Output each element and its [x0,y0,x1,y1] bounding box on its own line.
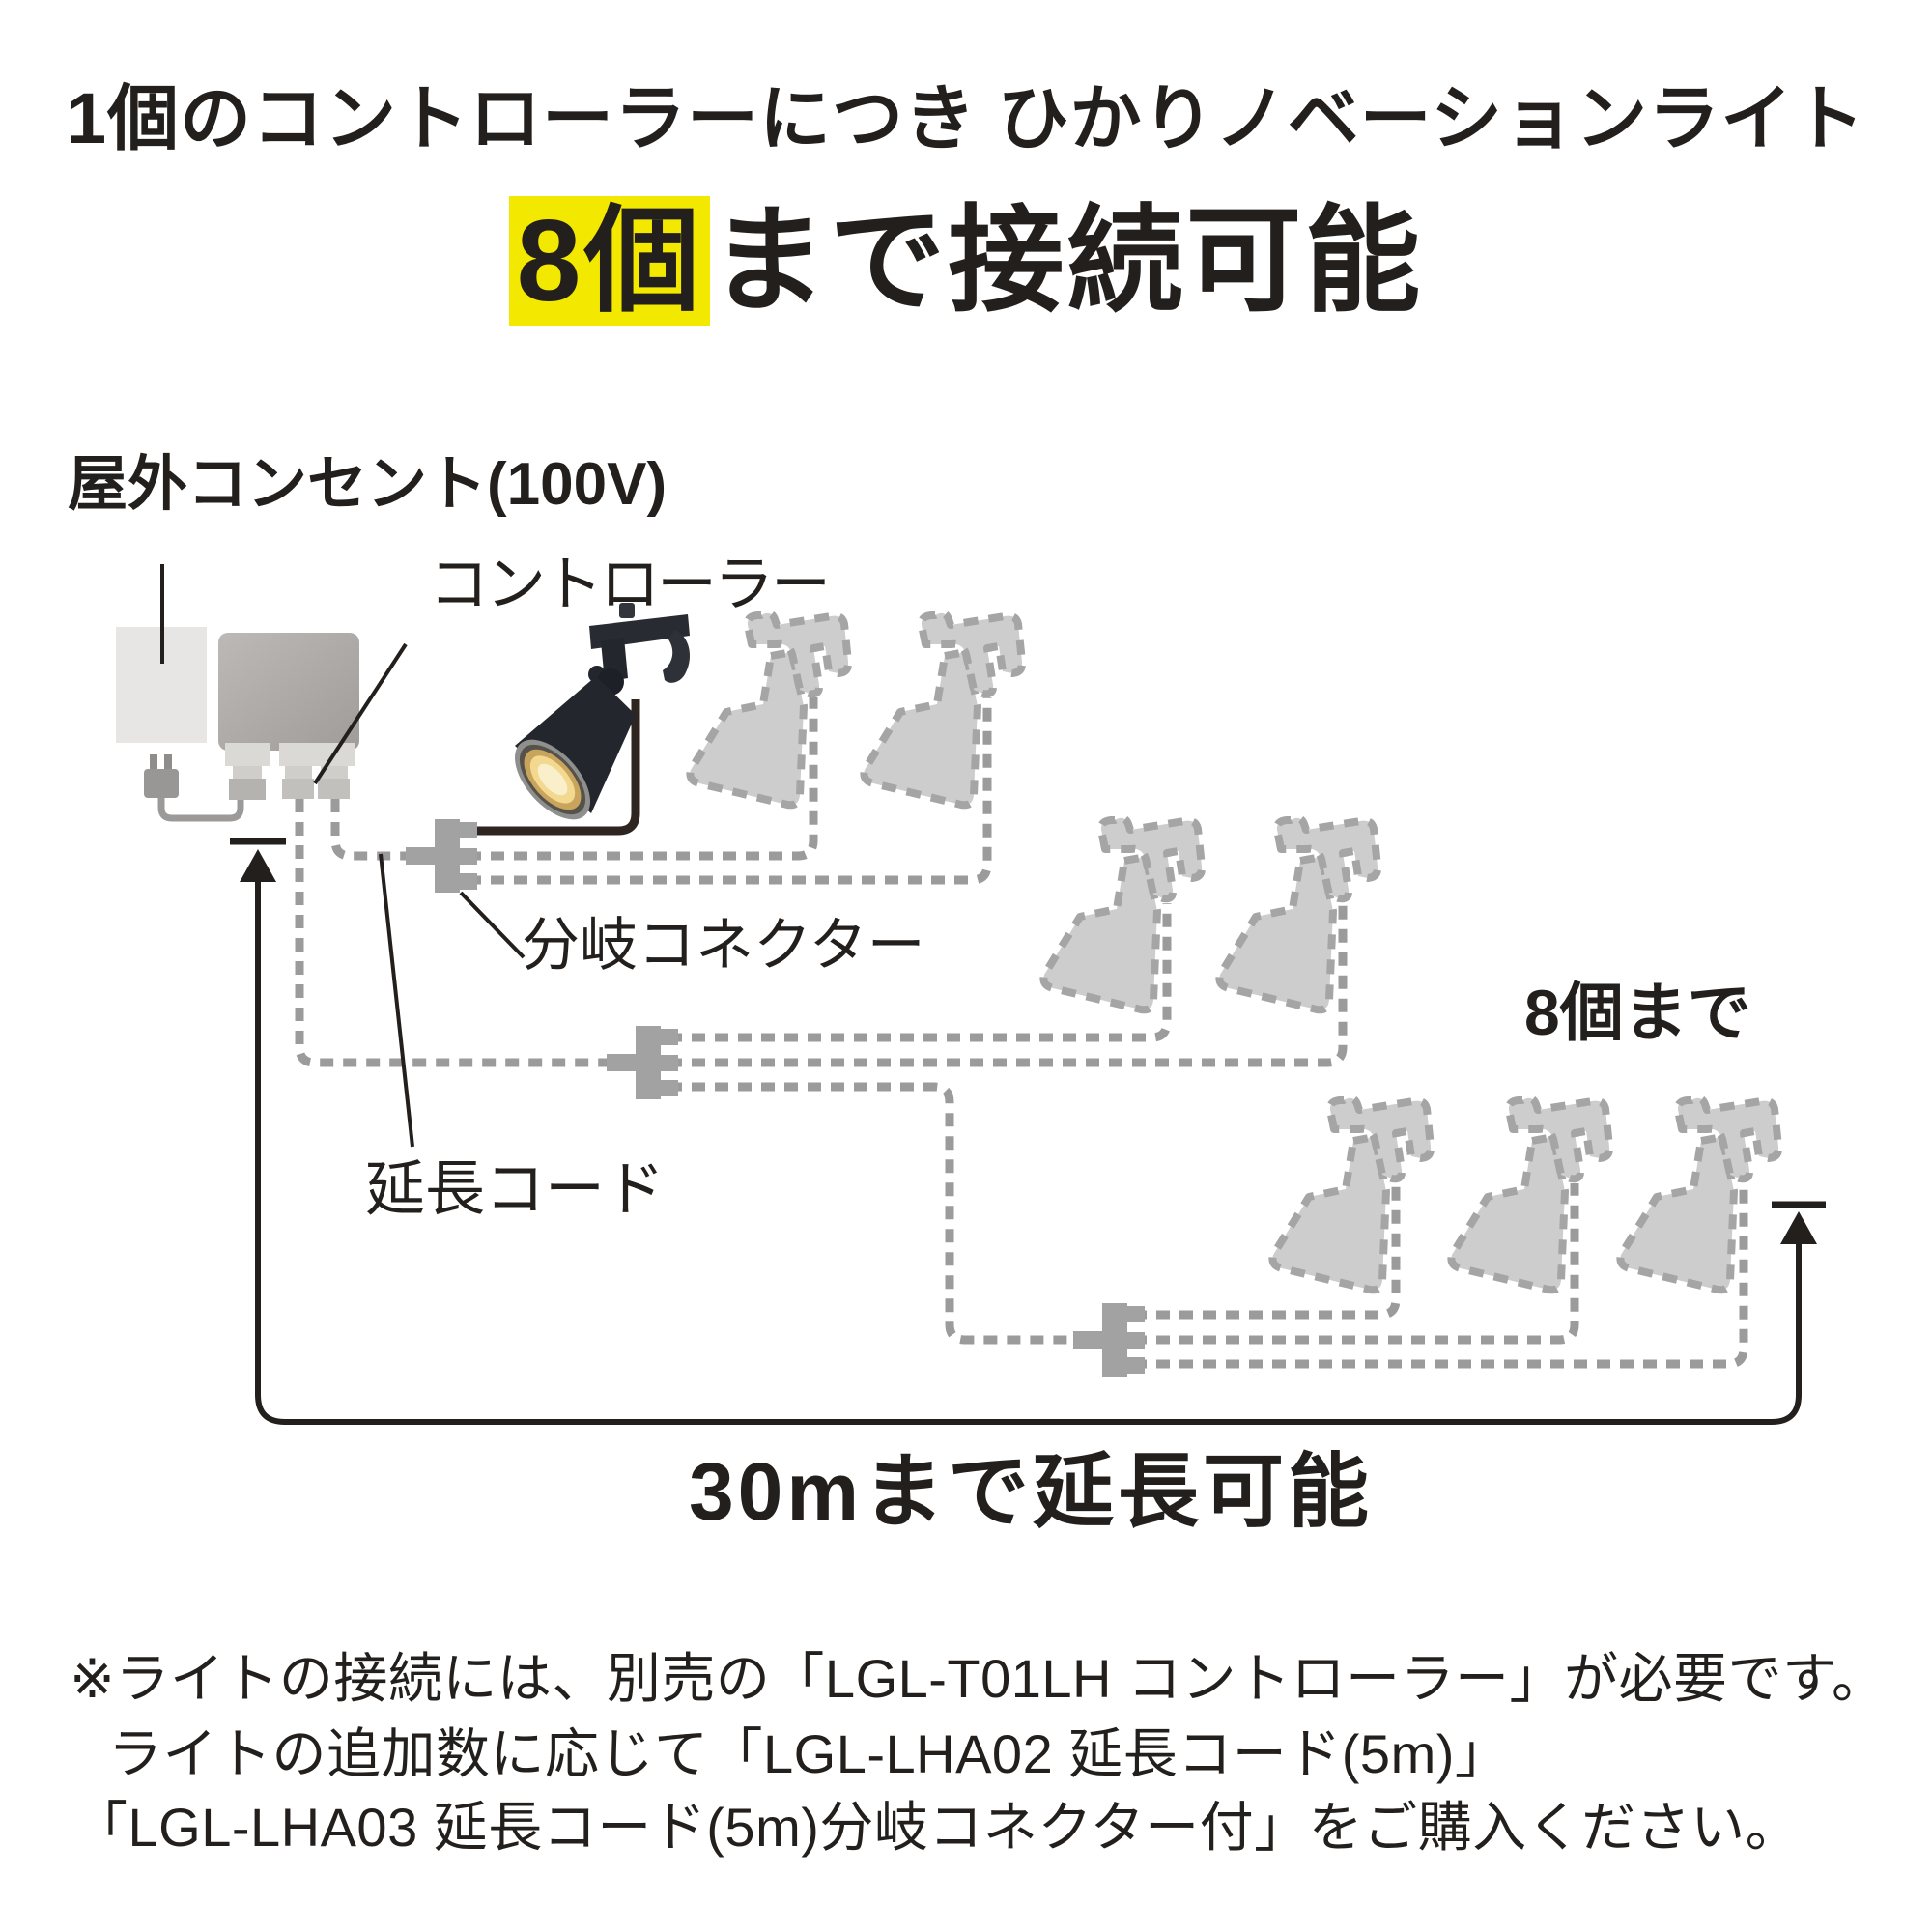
controller-box [218,633,359,800]
lamp-power-cord [468,699,640,836]
label-controller: コントローラー [429,552,831,618]
label-max-length: 30mまで延長可能 [688,1446,1374,1537]
outdoor-outlet [116,627,244,822]
spotlight [514,603,690,820]
branch-connector-2 [607,1026,678,1099]
headline-line2-rest: まで接続可能 [710,196,1424,326]
extension-cords [295,697,1748,1369]
up-arrow-left [240,849,276,882]
leader-lines [160,564,526,1148]
label-branch-connector: 分岐コネクター [522,913,925,978]
length-measure-line [230,838,1826,1425]
note-line3: 「LGL-LHA03 延長コード(5m)分岐コネクター付」をご購入ください。 [73,1797,1801,1858]
highlight-8-units: 8個 [508,196,711,326]
up-arrow-right [1780,1211,1817,1244]
headline-line2: 8個まで接続可能 [0,196,1932,326]
label-extension-cord: 延長コード [365,1156,666,1223]
note-line1: ※ライトの接続には、別売の「LGL-T01LH コントローラー」が必要です。 [70,1648,1887,1709]
headline-line1: 1個のコントローラーにつき ひかりノベーションライト [66,78,1866,158]
label-max-lights: 8個まで [1524,977,1751,1048]
branch-connector-1 [406,819,477,893]
branch-connector-3 [1073,1303,1145,1377]
label-outdoor-outlet: 屋外コンセント(100V) [68,451,668,518]
note-line2: ライトの追加数に応じて「LGL-LHA02 延長コード(5m)」 [108,1723,1510,1784]
